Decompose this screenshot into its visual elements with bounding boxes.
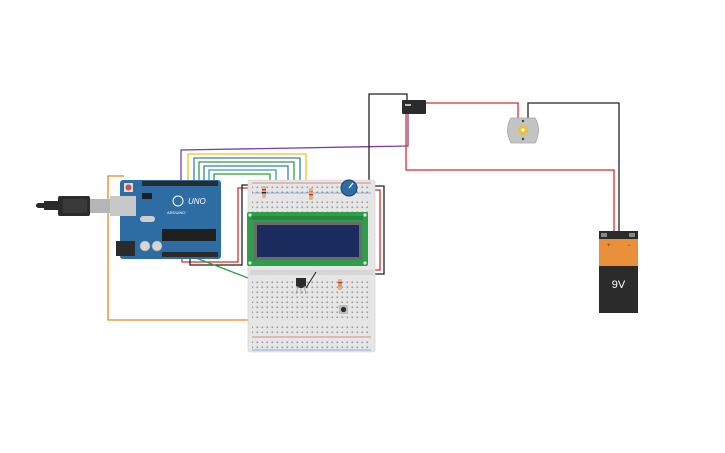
resistor-icon[interactable] bbox=[338, 279, 342, 290]
sensor-lead-wire[interactable] bbox=[305, 271, 317, 289]
arduino-logo-icon bbox=[172, 195, 184, 207]
relay-icon[interactable] bbox=[402, 100, 426, 114]
purple-wire[interactable] bbox=[180, 112, 409, 182]
motor-icon[interactable] bbox=[507, 117, 539, 144]
arduino-gnd-wire[interactable] bbox=[189, 184, 250, 266]
usb-cable-icon bbox=[36, 196, 110, 216]
resistor-icon[interactable] bbox=[309, 188, 313, 200]
battery-black-wire[interactable] bbox=[527, 102, 620, 234]
battery-voltage-label: 9V bbox=[612, 279, 626, 291]
arduino-model-label: UNO bbox=[188, 197, 206, 206]
resistor-icon[interactable] bbox=[262, 186, 266, 198]
battery-9v[interactable]: + − 9V bbox=[599, 231, 638, 313]
relay-black-wire[interactable] bbox=[366, 93, 408, 187]
blue-wire[interactable] bbox=[193, 157, 301, 200]
pushbutton-icon[interactable] bbox=[339, 305, 348, 314]
potentiometer-icon[interactable] bbox=[340, 179, 358, 197]
battery-minus-label: − bbox=[627, 243, 631, 249]
lcd-display[interactable] bbox=[247, 212, 368, 266]
temperature-sensor-icon[interactable] bbox=[295, 278, 307, 295]
arduino-uno-board[interactable]: UNO ARDUINO bbox=[110, 180, 221, 259]
arduino-brand-label: ARDUINO bbox=[167, 210, 185, 215]
battery-red-wire[interactable] bbox=[405, 114, 615, 234]
yellow-wire[interactable] bbox=[187, 153, 307, 200]
relay-red-wire[interactable] bbox=[426, 102, 519, 120]
battery-plus-label: + bbox=[607, 243, 611, 249]
